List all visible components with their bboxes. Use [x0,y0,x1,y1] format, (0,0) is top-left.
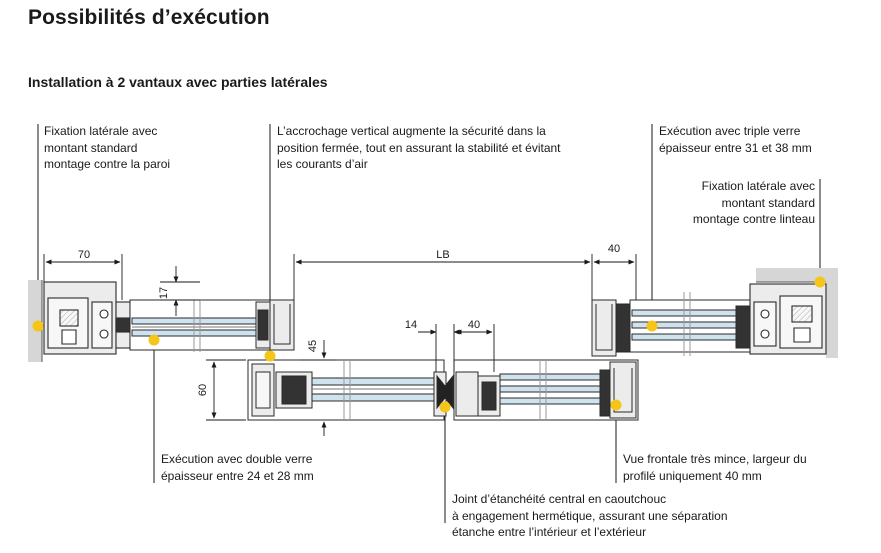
dimension-lines [43,254,637,436]
marker-central-seal [439,401,451,413]
page-title: Possibilités d’exécution [28,6,270,29]
dim-label-40-mid: 40 [468,319,480,331]
marker-slim-view [610,399,622,411]
left-wall [28,280,42,362]
dim-label-40-top: 40 [608,243,620,255]
callout-markers [32,276,826,413]
dim-label-14: 14 [405,319,417,331]
marker-vertical-hook [264,350,276,362]
right-upper-sash [591,292,751,357]
dim-label-17: 17 [158,287,170,299]
left-moving-sash [247,359,447,421]
section-subtitle: Installation à 2 vantaux avec parties la… [28,74,328,90]
marker-right-fixing [814,276,826,288]
marker-left-fixing [32,320,44,332]
dim-label-45: 45 [307,340,319,352]
note-double-glazing: Exécution avec double verre épaisseur en… [161,452,314,483]
right-moving-sash [453,359,639,421]
note-vertical-hook: L’accrochage vertical augmente la sécuri… [277,124,561,171]
note-triple-glazing: Exécution avec triple verre épaisseur en… [659,124,812,155]
marker-double-glazing [148,334,160,346]
note-left-fixing: Fixation latérale avec montant standard … [44,124,171,171]
left-frame [43,281,131,355]
note-right-fixing: Fixation latérale avec montant standard … [692,179,815,226]
right-lintel [756,268,838,282]
dim-label-LB: LB [436,249,449,261]
note-slim-view: Vue frontale très mince, largeur du prof… [623,452,807,483]
central-seal [436,374,454,410]
marker-triple-glazing [646,320,658,332]
note-central-seal: Joint d’étanchéité central en caoutchouc… [452,492,728,539]
dim-label-70: 70 [78,249,90,261]
right-frame [749,283,827,355]
dim-label-60: 60 [197,384,209,396]
